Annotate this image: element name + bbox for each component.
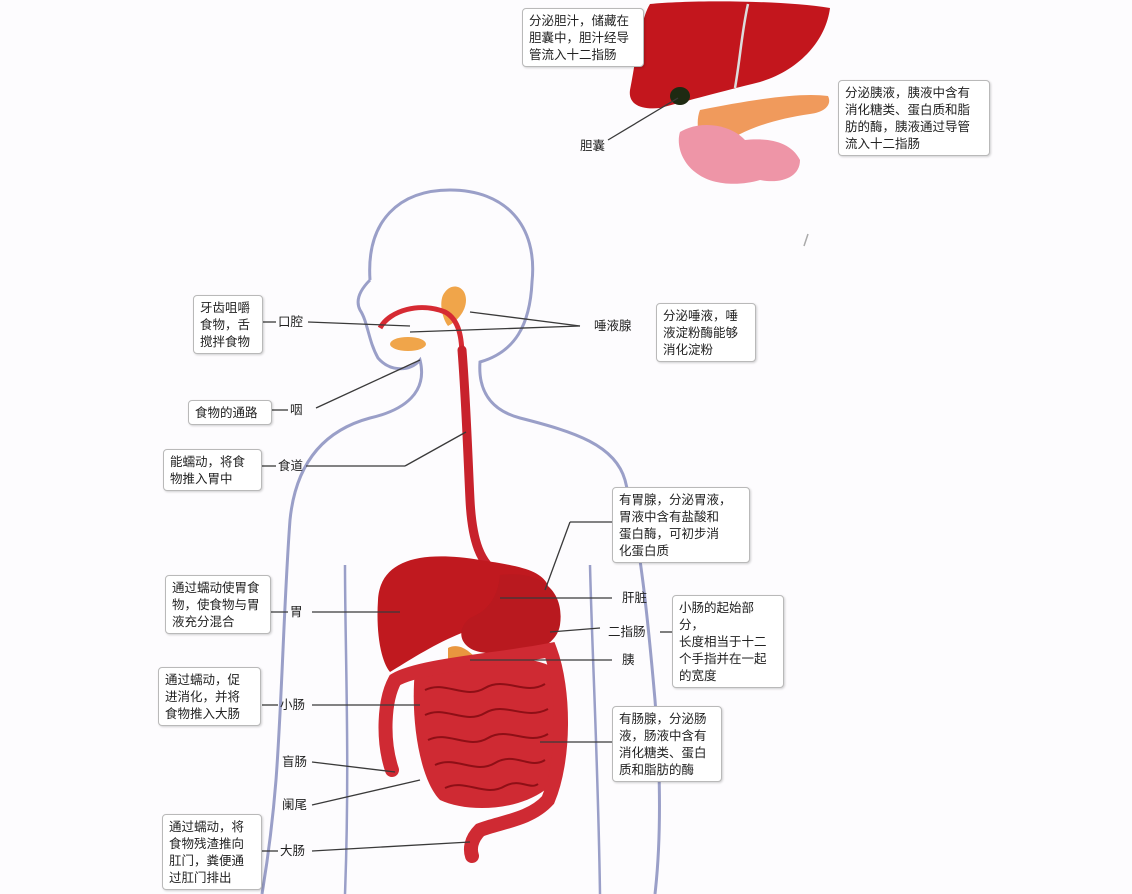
sublingual-gland-shape [390, 337, 426, 351]
note-large-intestine: 通过蠕动，将 食物残渣推向 肛门，粪便通 过肛门排出 [162, 814, 262, 890]
note-line: 个手指并在一起 [679, 651, 767, 666]
note-stomach-left: 通过蠕动使胃食 物，使食物与胃 液充分混合 [165, 575, 271, 634]
top-duodenum-shape [678, 125, 800, 184]
decor-mark [803, 233, 809, 247]
note-line: 化蛋白质 [619, 543, 670, 558]
note-line: 食物残渣推向 [169, 836, 245, 851]
note-line: 胃液中含有盐酸和 [619, 509, 720, 524]
gallbladder-shape [670, 87, 690, 105]
note-line: 通过蠕动，将 [169, 819, 245, 834]
note-line: 食物推入大肠 [165, 706, 241, 721]
label-esophagus: 食道 [278, 458, 304, 473]
note-line: 长度相当于十二 [679, 634, 767, 649]
stomach-shape [461, 574, 561, 655]
note-line: 质和脂肪的酶 [619, 762, 695, 777]
note-line: 小肠的起始部分， [679, 600, 755, 632]
label-cecum: 盲肠 [282, 754, 308, 769]
label-mouth: 口腔 [278, 314, 304, 329]
note-stomach-right: 有胃腺，分泌胃液， 胃液中含有盐酸和 蛋白酶，可初步消 化蛋白质 [612, 487, 750, 563]
arm-inner-left [343, 564, 349, 894]
body-outline [368, 188, 662, 894]
note-line: 能蠕动，将食 [170, 454, 246, 469]
note-line: 液充分混合 [172, 614, 235, 629]
note-line: 物，使食物与胃 [172, 597, 260, 612]
note-esophagus: 能蠕动，将食 物推入胃中 [163, 449, 262, 491]
note-line: 肪的酶，胰液通过导管 [845, 119, 971, 134]
note-line: 通过蠕动，促 [165, 672, 241, 687]
note-small-intestine-right: 有肠腺，分泌肠 液，肠液中含有 消化糖类、蛋白 质和脂肪的酶 [612, 706, 722, 782]
note-line: 管流入十二指肠 [529, 47, 617, 62]
label-small-intestine: 小肠 [280, 697, 306, 712]
label-duodenum: 二指肠 [608, 624, 646, 639]
note-line: 物推入胃中 [170, 471, 233, 486]
note-mouth: 牙齿咀嚼 食物，舌 搅拌食物 [193, 295, 263, 354]
note-line: 食物，舌 [200, 317, 251, 332]
note-line: 蛋白酶，可初步消 [619, 526, 720, 541]
small-intestine-shape [413, 656, 566, 809]
arm-inner-right [588, 564, 602, 894]
note-line: 有肠腺，分泌肠 [619, 711, 707, 726]
note-line: 过肛门排出 [169, 870, 232, 885]
note-liver-top: 分泌胆汁，储藏在 胆囊中，胆汁经导 管流入十二指肠 [522, 8, 644, 67]
label-large-intestine: 大肠 [280, 843, 306, 858]
note-small-intestine-left: 通过蠕动，促 进消化，并将 食物推入大肠 [158, 667, 261, 726]
note-line: 胆囊中，胆汁经导 [529, 30, 630, 45]
note-line: 的宽度 [679, 668, 717, 683]
large-intestine-shape [378, 641, 568, 863]
label-gallbladder: 胆囊 [580, 138, 606, 153]
esophagus-shape [457, 345, 505, 580]
oral-cavity-shape [377, 305, 465, 359]
note-salivary: 分泌唾液，唾 液淀粉酶能够 消化淀粉 [656, 303, 756, 362]
note-line: 消化糖类、蛋白质和脂 [845, 102, 971, 117]
note-line: 搅拌食物 [200, 334, 251, 349]
label-salivary-gland: 唾液腺 [594, 318, 632, 333]
note-line: 消化糖类、蛋白 [619, 745, 707, 760]
intestine-coils [424, 683, 549, 791]
note-line: 消化淀粉 [663, 342, 714, 357]
note-line: 牙齿咀嚼 [200, 300, 251, 315]
top-liver-shape [629, 1, 830, 109]
note-line: 流入十二指肠 [845, 136, 921, 151]
label-stomach: 胃 [290, 604, 303, 619]
note-line: 液淀粉酶能够 [663, 325, 739, 340]
body-outline-left [260, 278, 423, 894]
note-line: 分泌胆汁，储藏在 [529, 13, 630, 28]
note-duodenum: 小肠的起始部分， 长度相当于十二 个手指并在一起 的宽度 [672, 595, 784, 688]
note-line: 进消化，并将 [165, 689, 241, 704]
note-pharynx: 食物的通路 [188, 400, 272, 425]
note-pancreas-top: 分泌胰液，胰液中含有 消化糖类、蛋白质和脂 肪的酶，胰液通过导管 流入十二指肠 [838, 80, 990, 156]
note-line: 肛门，粪便通 [169, 853, 245, 868]
bile-duct-shape [733, 3, 750, 89]
label-appendix: 阑尾 [282, 797, 308, 812]
label-pharynx: 咽 [290, 402, 303, 417]
label-pancreas: 胰 [622, 652, 635, 667]
leader-lines [262, 97, 679, 852]
note-line: 有胃腺，分泌胃液， [619, 492, 732, 507]
note-line: 分泌唾液，唾 [663, 308, 739, 323]
note-line: 分泌胰液，胰液中含有 [845, 85, 971, 100]
note-line: 食物的通路 [195, 405, 258, 420]
note-line: 通过蠕动使胃食 [172, 580, 260, 595]
label-liver: 肝脏 [622, 590, 648, 605]
note-line: 液，肠液中含有 [619, 728, 707, 743]
